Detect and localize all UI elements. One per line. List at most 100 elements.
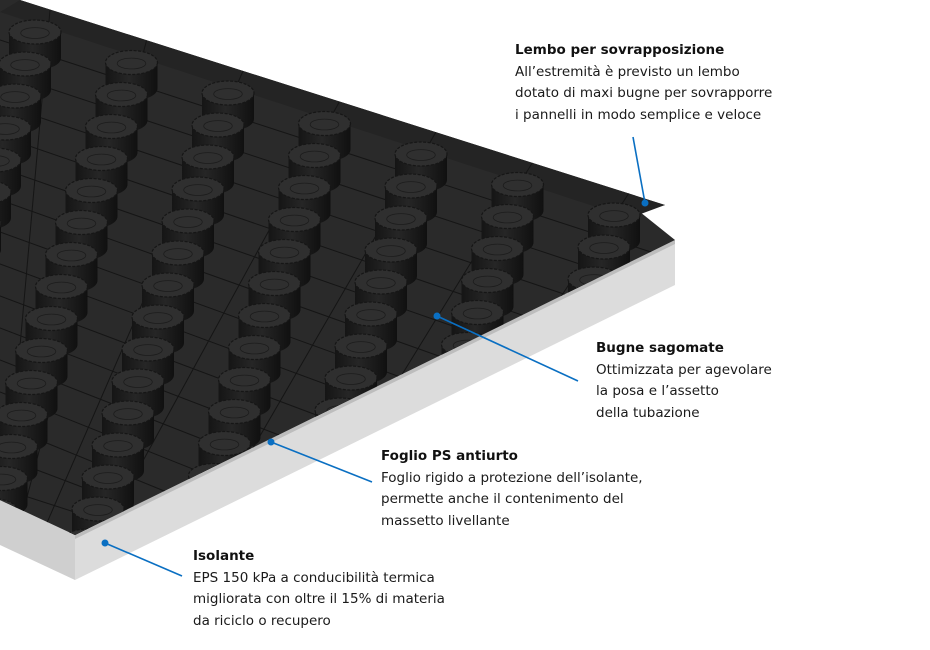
- stud-cap: [131, 304, 185, 330]
- stud-ring: [0, 91, 30, 103]
- stud-ring: [0, 441, 27, 454]
- stud-cap: [0, 211, 2, 237]
- stud-ring: [289, 182, 320, 195]
- stud-ring: [209, 438, 240, 451]
- stud-cap: [384, 173, 438, 199]
- stud-ring: [589, 242, 619, 254]
- annotation-text: Ottimizzata per agevolare: [596, 361, 772, 378]
- stud-cap: [324, 365, 378, 391]
- stud-cap: [284, 493, 338, 519]
- stud-cap: [344, 301, 398, 327]
- stud-ring: [392, 531, 423, 535]
- stud-ring: [482, 243, 513, 256]
- stud-cap: [44, 241, 99, 268]
- stud-ring: [0, 473, 17, 486]
- stud-ring: [183, 184, 213, 196]
- leader-dot-lembo: [641, 199, 649, 207]
- stud-cap: [277, 174, 332, 201]
- annotation-text: All’estremità è previsto un lembo: [515, 63, 740, 80]
- eps-shadow-edge: [75, 240, 675, 539]
- stud-ring: [259, 278, 290, 291]
- stud: [0, 179, 12, 230]
- stud-ring: [356, 309, 386, 321]
- stud-cap: [257, 238, 312, 265]
- stud-ring: [0, 123, 20, 135]
- stud-ring: [116, 57, 147, 70]
- stud-ring: [93, 472, 123, 484]
- stud-cap: [0, 401, 49, 428]
- annotation-title: Bugne sagomate: [596, 340, 724, 356]
- stud-cap: [227, 334, 282, 361]
- stud-ring: [492, 211, 523, 224]
- stud-ring: [123, 376, 153, 388]
- stud-ring: [529, 434, 559, 446]
- stud: [284, 493, 338, 535]
- stud-cap: [8, 19, 62, 45]
- stud-cap: [364, 237, 418, 263]
- stud-cap: [450, 299, 505, 326]
- stud-ring: [10, 59, 40, 71]
- stud-ring: [173, 216, 203, 228]
- stud-ring: [499, 530, 529, 535]
- stud-cap: [334, 333, 388, 359]
- leader-line-lembo: [632, 136, 646, 204]
- stud: [354, 269, 408, 320]
- stud-ring: [219, 406, 250, 419]
- annotation-text: dotato di maxi bugne per sovrapporre: [515, 85, 773, 101]
- stud-ring: [203, 120, 233, 132]
- stud: [0, 211, 2, 262]
- stud-cap: [54, 209, 109, 236]
- stud-ring: [0, 155, 10, 167]
- stud-ring: [406, 149, 436, 161]
- stud-ring: [269, 246, 300, 259]
- stud-ring: [106, 89, 137, 102]
- annotation-text: massetto livellante: [381, 512, 510, 529]
- stud-cap: [171, 176, 225, 202]
- stud-cap: [0, 51, 52, 77]
- stud-body: [285, 506, 337, 535]
- stud-ring: [472, 275, 503, 288]
- stud-ring: [299, 150, 330, 163]
- stud-ring: [559, 338, 589, 350]
- stud-ring: [599, 210, 629, 222]
- annotation-text: migliorata con oltre il 15% di materia: [193, 591, 445, 607]
- stud-ring: [46, 281, 77, 294]
- stud-cap: [354, 269, 408, 295]
- stud-cap: [14, 337, 69, 364]
- stud-cap: [181, 144, 235, 170]
- eps-front-face: [0, 500, 75, 580]
- stud-cap: [470, 235, 525, 262]
- eps-side-face: [75, 240, 675, 580]
- stud-cap: [297, 110, 352, 137]
- stud-cap: [287, 142, 342, 169]
- stud-ring: [462, 307, 493, 320]
- annotation-text: i pannelli in modo semplice e veloce: [515, 106, 762, 123]
- stud-ring: [16, 377, 47, 390]
- leader-dot-bugne: [433, 312, 441, 320]
- leader-line-foglio: [270, 441, 373, 483]
- leader-dot-foglio: [267, 438, 275, 446]
- stud-ring: [26, 345, 57, 358]
- stud-cap: [490, 171, 545, 198]
- stud-cap: [207, 398, 262, 425]
- annotation-bugne: Bugne sagomate Ottimizzata per agevolare…: [596, 338, 772, 424]
- stud-ring: [133, 344, 163, 356]
- stud-cap: [94, 81, 149, 108]
- stud-cap: [151, 240, 205, 266]
- stud-ring: [36, 313, 67, 326]
- stud-ring: [366, 277, 396, 289]
- stud-ring: [346, 341, 376, 353]
- stud-ring: [249, 310, 280, 323]
- stud-cap: [527, 394, 581, 420]
- stud-ring: [239, 342, 270, 355]
- stud-cap: [74, 145, 129, 172]
- stud-cap: [201, 80, 255, 106]
- stud-ring: [396, 181, 426, 193]
- stud-ring: [113, 408, 143, 420]
- ps-sheet-top: [0, 0, 675, 535]
- stud-cap: [587, 202, 641, 228]
- stud-ring: [76, 185, 107, 198]
- stud-ring: [376, 245, 406, 257]
- stud-cap: [84, 113, 139, 140]
- stud-cap: [81, 464, 135, 490]
